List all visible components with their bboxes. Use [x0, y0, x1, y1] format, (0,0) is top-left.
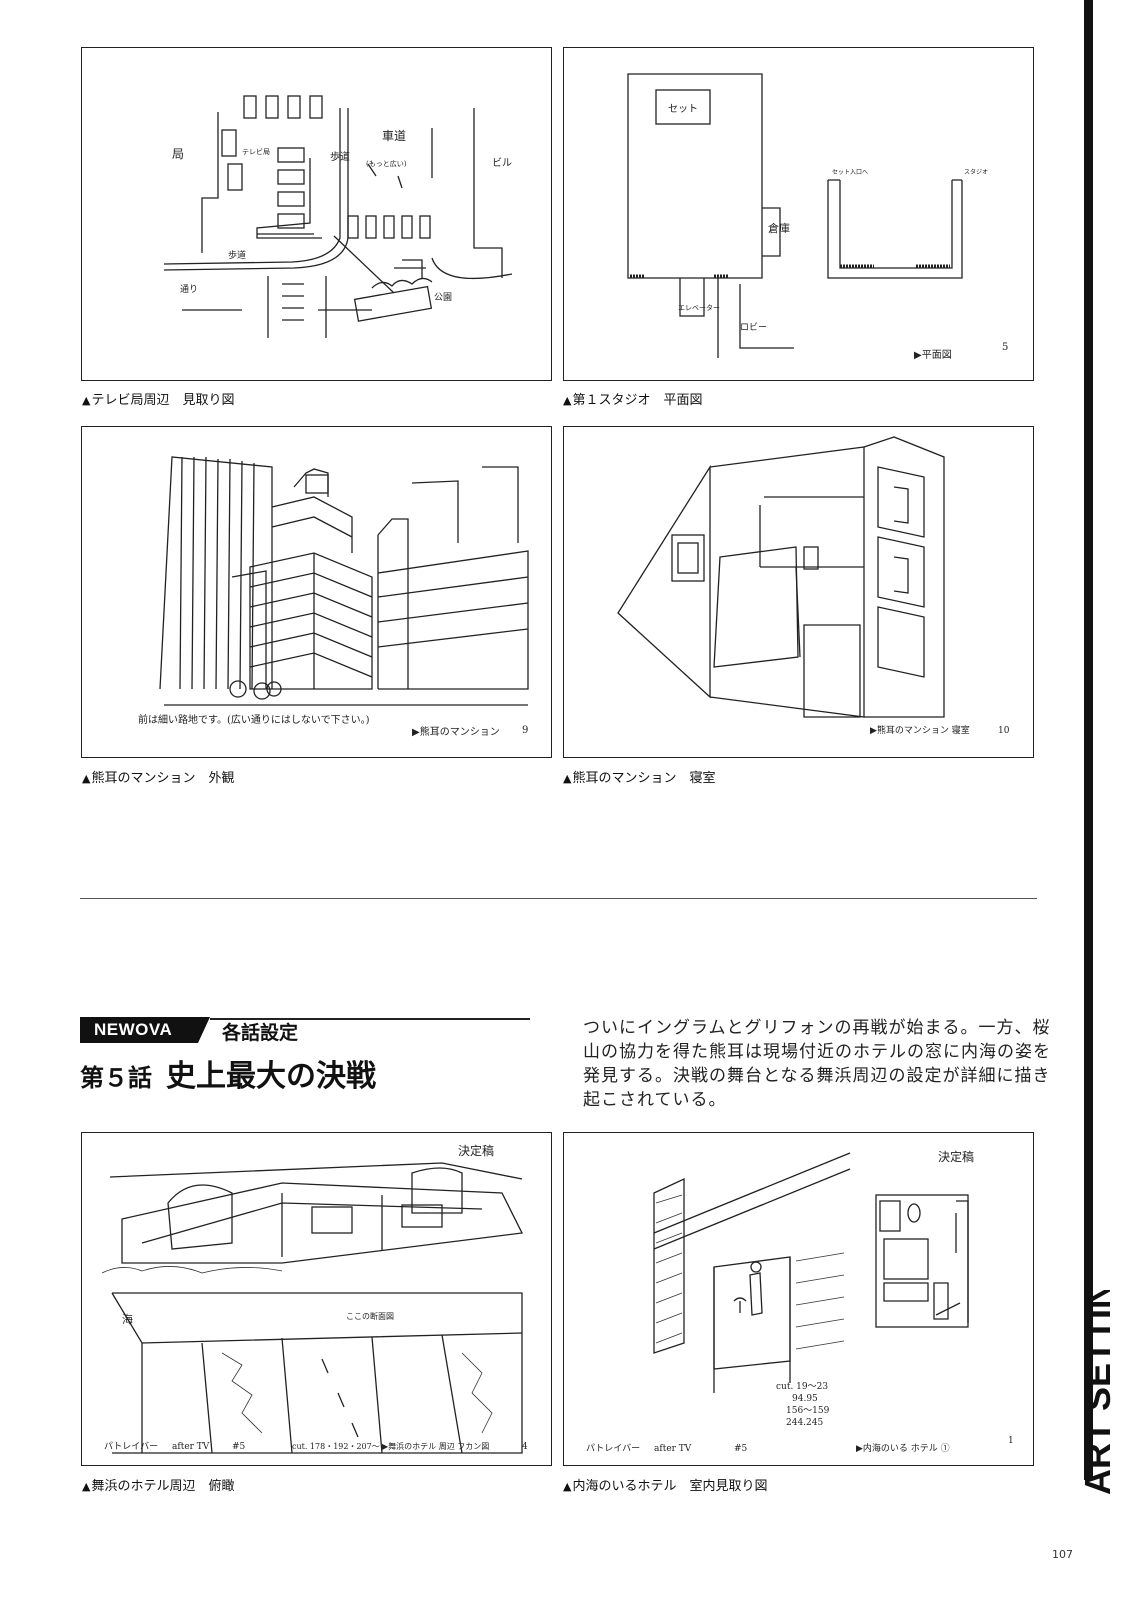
label-cut-range-1: cut. 19〜23	[776, 1382, 828, 1392]
side-label-container: ART SETTING	[1040, 1255, 1133, 1500]
caption-mansion-exterior: ▲熊耳のマンション 外観	[82, 771, 235, 786]
caption-maihama-hotel: ▲舞浜のホテル周辺 俯瞰	[82, 1479, 235, 1494]
figure-maihama-hotel: 決定稿 海 ここの断面図 パトレイバー after TV #5 cut. 178…	[81, 1132, 552, 1466]
label-storage: 倉庫	[768, 221, 790, 235]
figure-tv-station-map: 局 テレビ局 車道 (もっと広い) 歩道 ビル 歩道 通り 公園	[81, 47, 552, 381]
label-bedroom: ▶熊耳のマンション 寝室	[870, 724, 970, 736]
section-subtitle: 各話設定	[222, 1022, 299, 1044]
caption-studio: ▲第１スタジオ 平面図	[563, 393, 703, 408]
label-ep5: #5	[232, 1442, 246, 1452]
label-lobby: ロビー	[740, 322, 767, 333]
figure-uchiumi-hotel: 決定稿 cut. 19〜23 94.95 156〜159 244.245 パトレ…	[563, 1132, 1034, 1466]
label-studio: スタジオ	[964, 168, 988, 176]
label-tv: テレビ局	[242, 147, 270, 156]
side-bar	[1084, 0, 1093, 1480]
label-cross-section: ここの断面図	[346, 1311, 394, 1321]
label-number: 1	[1008, 1436, 1014, 1446]
label-cut-range-3: 156〜159	[786, 1406, 830, 1416]
maihama-hotel-sketch: 決定稿 海 ここの断面図 パトレイバー after TV #5 cut. 178…	[101, 1143, 528, 1454]
label-number: 5	[1002, 342, 1008, 353]
label-elevator: エレベーター	[678, 303, 720, 312]
label-cut-range-2: 94.95	[792, 1394, 818, 1404]
side-label: ART SETTING	[1077, 1290, 1118, 1495]
label-park: 公園	[434, 292, 452, 303]
newova-badge: NEWOVA	[80, 1017, 210, 1043]
label-sea: 海	[122, 1312, 133, 1326]
label-after-tv: after TV	[172, 1442, 210, 1452]
label-sidewalk-1: 歩道	[330, 150, 350, 163]
page-number: 107	[1052, 1548, 1073, 1561]
label-cut-range-4: 244.245	[786, 1418, 823, 1428]
label-patlabor: パトレイバー	[104, 1441, 158, 1452]
label-wider: (もっと広い)	[366, 159, 407, 168]
caption-mansion-bedroom: ▲熊耳のマンション 寝室	[563, 771, 716, 786]
label-ep5: #5	[734, 1444, 748, 1454]
label-street: 通り	[180, 284, 198, 295]
label-cuts: cut. 178・192・207〜	[292, 1442, 380, 1451]
label-number: 9	[522, 725, 528, 736]
label-final: 決定稿	[458, 1143, 494, 1158]
header-rule	[210, 1018, 530, 1020]
label-station: 局	[172, 147, 184, 161]
label-after-tv: after TV	[654, 1444, 692, 1454]
episode-heading: 第５話史上最大の決戦	[80, 1051, 376, 1095]
label-mansion: ▶熊耳のマンション	[412, 725, 500, 738]
label-alley-note: 前は細い路地です。(広い通りにはしないで下さい。)	[138, 713, 370, 726]
mansion-exterior-sketch: 前は細い路地です。(広い通りにはしないで下さい。) ▶熊耳のマンション 9	[138, 456, 529, 738]
episode-title: 史上最大の決戦	[166, 1059, 376, 1094]
tv-station-sketch: 局 テレビ局 車道 (もっと広い) 歩道 ビル 歩道 通り 公園	[163, 95, 513, 338]
label-final: 決定稿	[938, 1149, 974, 1164]
label-set: セット	[668, 103, 698, 115]
label-building: ビル	[492, 157, 512, 169]
figure-mansion-bedroom: ▶熊耳のマンション 寝室 10	[563, 426, 1034, 758]
label-hotel-room: ▶内海のいる ホテル ①	[856, 1442, 950, 1454]
studio-sketch: セット 倉庫 エレベーター ロビー セット入口へ スタジオ ▶平面図 5	[627, 73, 1008, 361]
uchiumi-hotel-sketch: 決定稿 cut. 19〜23 94.95 156〜159 244.245 パトレ…	[586, 1149, 1014, 1454]
label-number: 4	[522, 1442, 528, 1452]
section-divider	[80, 898, 1037, 899]
label-hotel-area: ▶舞浜のホテル 周辺 フカン図	[382, 1441, 489, 1451]
caption-tv-station: ▲テレビ局周辺 見取り図	[82, 393, 235, 408]
label-floorplan: ▶平面図	[914, 349, 952, 361]
label-road: 車道	[382, 129, 406, 143]
caption-uchiumi-hotel: ▲内海のいるホテル 室内見取り図	[563, 1479, 768, 1494]
label-sidewalk-2: 歩道	[228, 249, 246, 261]
episode-number: 第５話	[80, 1064, 152, 1092]
mansion-bedroom-sketch: ▶熊耳のマンション 寝室 10	[617, 436, 1010, 736]
label-patlabor: パトレイバー	[586, 1443, 640, 1454]
label-number: 10	[998, 726, 1010, 736]
episode-description: ついにイングラムとグリフォンの再戦が始まる。一方、桜山の協力を得た熊耳は現場付近…	[583, 1018, 1051, 1110]
figure-mansion-exterior: 前は細い路地です。(広い通りにはしないで下さい。) ▶熊耳のマンション 9	[81, 426, 552, 758]
label-set-entrance: セット入口へ	[832, 169, 868, 176]
figure-studio-floorplan: セット 倉庫 エレベーター ロビー セット入口へ スタジオ ▶平面図 5	[563, 47, 1034, 381]
